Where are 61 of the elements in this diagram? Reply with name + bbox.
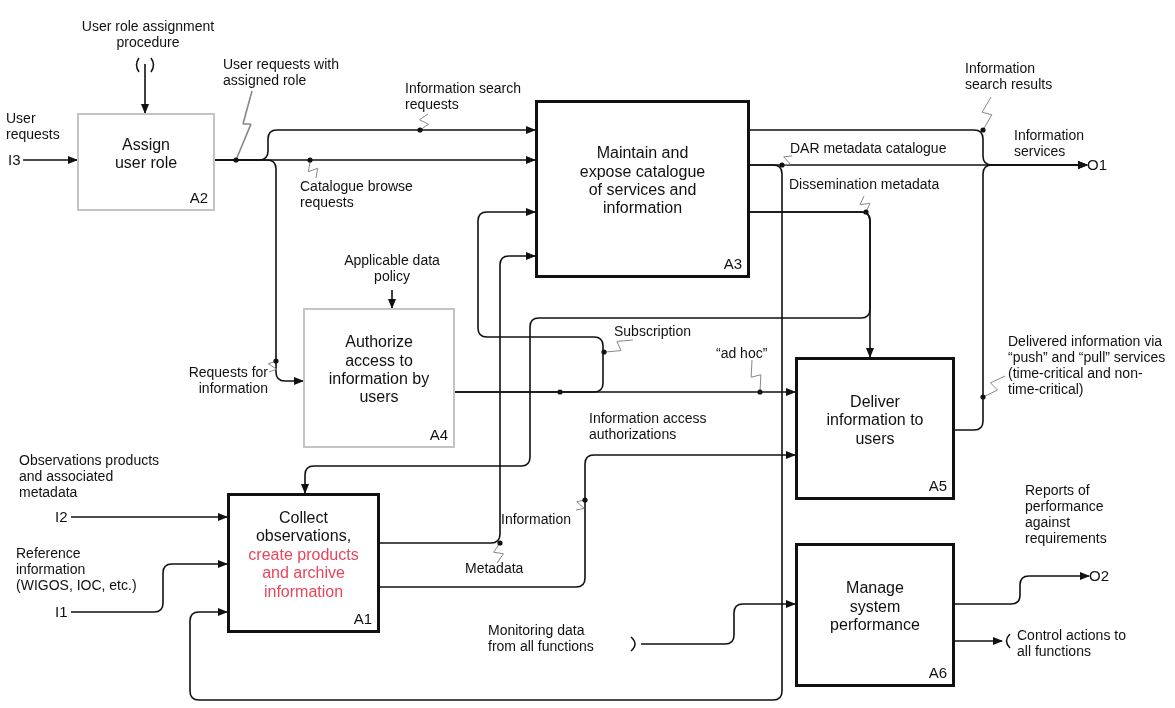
- io-code: I1: [55, 603, 68, 621]
- io-code: O2: [1089, 567, 1109, 585]
- activity-box: [77, 113, 215, 211]
- edge-label: Metadata: [465, 560, 525, 577]
- activity-text: Manage system performance: [829, 579, 921, 635]
- activity-text: Deliver information to users: [825, 392, 925, 449]
- edge-label: Information search results: [965, 60, 1054, 93]
- activity-number: A5: [928, 477, 947, 494]
- io-code: O1: [1087, 156, 1107, 174]
- arrow: [954, 637, 1003, 645]
- edge-label: Applicable data policy: [343, 252, 441, 285]
- io-code: I3: [8, 151, 21, 169]
- edge-label: User role assignment procedure: [80, 18, 216, 51]
- activity-box: [795, 357, 955, 500]
- arrow: [214, 159, 304, 385]
- edge-label: Information search requests: [405, 80, 522, 113]
- activity-text: Assign user role: [113, 135, 179, 173]
- edge-label: Catalogue browse requests: [300, 178, 414, 211]
- edge-label: Control actions to all functions: [1017, 627, 1127, 660]
- arrow: [301, 211, 871, 494]
- edge-label: Dissemination metadata: [789, 176, 941, 193]
- edge-label: Subscription: [614, 323, 693, 340]
- activity-number: A1: [353, 610, 372, 627]
- edge-label: “ad hoc”: [716, 345, 769, 362]
- arrow: [70, 513, 228, 521]
- arrow: [640, 600, 796, 645]
- arrow: [454, 388, 796, 396]
- activity-number: A2: [189, 189, 208, 206]
- activity-text: Maintain and expose catalogue of services and information: [578, 144, 707, 218]
- arrow: [141, 63, 149, 114]
- activity-text: Authorize access to information by users: [327, 333, 431, 407]
- activity-number: A3: [723, 255, 742, 272]
- activity-box: [303, 308, 455, 448]
- edge-label: Requests for information: [187, 364, 268, 397]
- arrow: [379, 252, 536, 544]
- arrow: [70, 560, 228, 613]
- arrow: [379, 451, 796, 588]
- edge-label: Information: [501, 511, 573, 528]
- edge-label: Reference information (WIGOS, IOC, etc.): [16, 545, 138, 594]
- edge-label: Observations products and associated metadata: [19, 452, 161, 501]
- edge-label: Reports of performance against requirements: [1025, 482, 1108, 547]
- arrow: [388, 289, 396, 309]
- activity-number: A4: [429, 426, 448, 443]
- activity-text: create products and archive information: [247, 545, 360, 601]
- flow-label: Information access authorizations: [589, 410, 708, 443]
- io-code: I2: [55, 508, 68, 526]
- edge-label: Monitoring data from all functions: [488, 622, 595, 655]
- edge-label: Delivered information via “push” and “pull” services (time-critical and non-time-critical): [1008, 333, 1166, 398]
- arrow: [189, 164, 783, 701]
- edge-label: DAR metadata catalogue: [790, 140, 948, 157]
- activity-number: A6: [928, 664, 947, 681]
- edge-label: User requests: [6, 110, 61, 143]
- activity-box: [795, 543, 955, 687]
- activity-text: Collect observations,: [254, 509, 353, 546]
- activity-box: [227, 493, 380, 633]
- edge-label: Information services: [1014, 127, 1086, 160]
- arrow: [22, 156, 78, 164]
- arrow: [954, 161, 1088, 431]
- activity-box: [535, 100, 750, 278]
- flow-label: User requests with assigned role: [223, 56, 363, 89]
- arrow: [954, 572, 1090, 605]
